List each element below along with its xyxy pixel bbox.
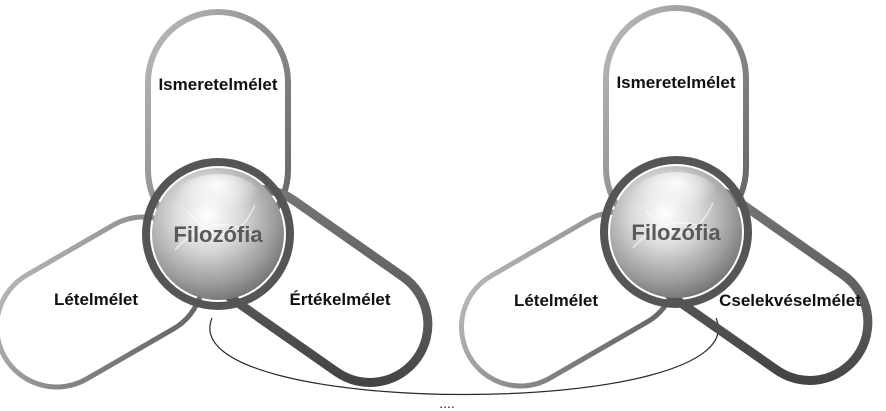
label-left-right: Lételmélet (514, 291, 598, 310)
label-left-left: Lételmélet (54, 290, 138, 309)
label-top-right: Ismeretelmélet (616, 73, 735, 92)
label-right-right: Cselekvéselmélet (719, 291, 861, 310)
sphere-ring (600, 156, 752, 308)
sphere-shine (632, 172, 720, 224)
label-right-left: Értékelmélet (289, 290, 390, 309)
label-top-left: Ismeretelmélet (158, 75, 277, 94)
connector-ellipsis: .... (439, 395, 455, 411)
diagram-right: Ismeretelmélet Filozófia Lételmélet Csel… (459, 5, 873, 389)
connector-arc (209, 317, 719, 396)
sphere-shine (174, 174, 262, 226)
label-center-left: Filozófia (173, 222, 263, 247)
sphere-swirl (632, 202, 721, 249)
sphere-swirl (174, 204, 263, 251)
label-center-right: Filozófia (631, 220, 721, 245)
diagram-left: Ismeretelmélet Filozófia Lételmélet Érté… (0, 9, 433, 390)
sphere-ring (142, 158, 294, 310)
